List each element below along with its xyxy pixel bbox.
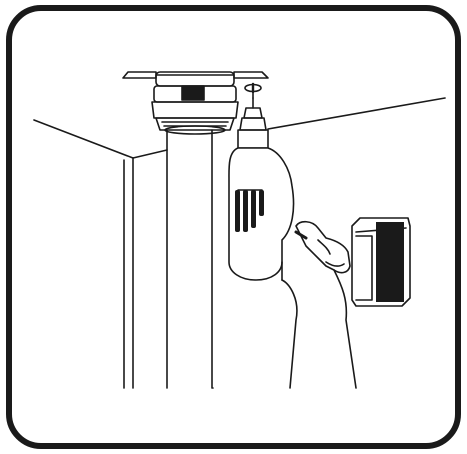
battery-pack (352, 218, 410, 306)
